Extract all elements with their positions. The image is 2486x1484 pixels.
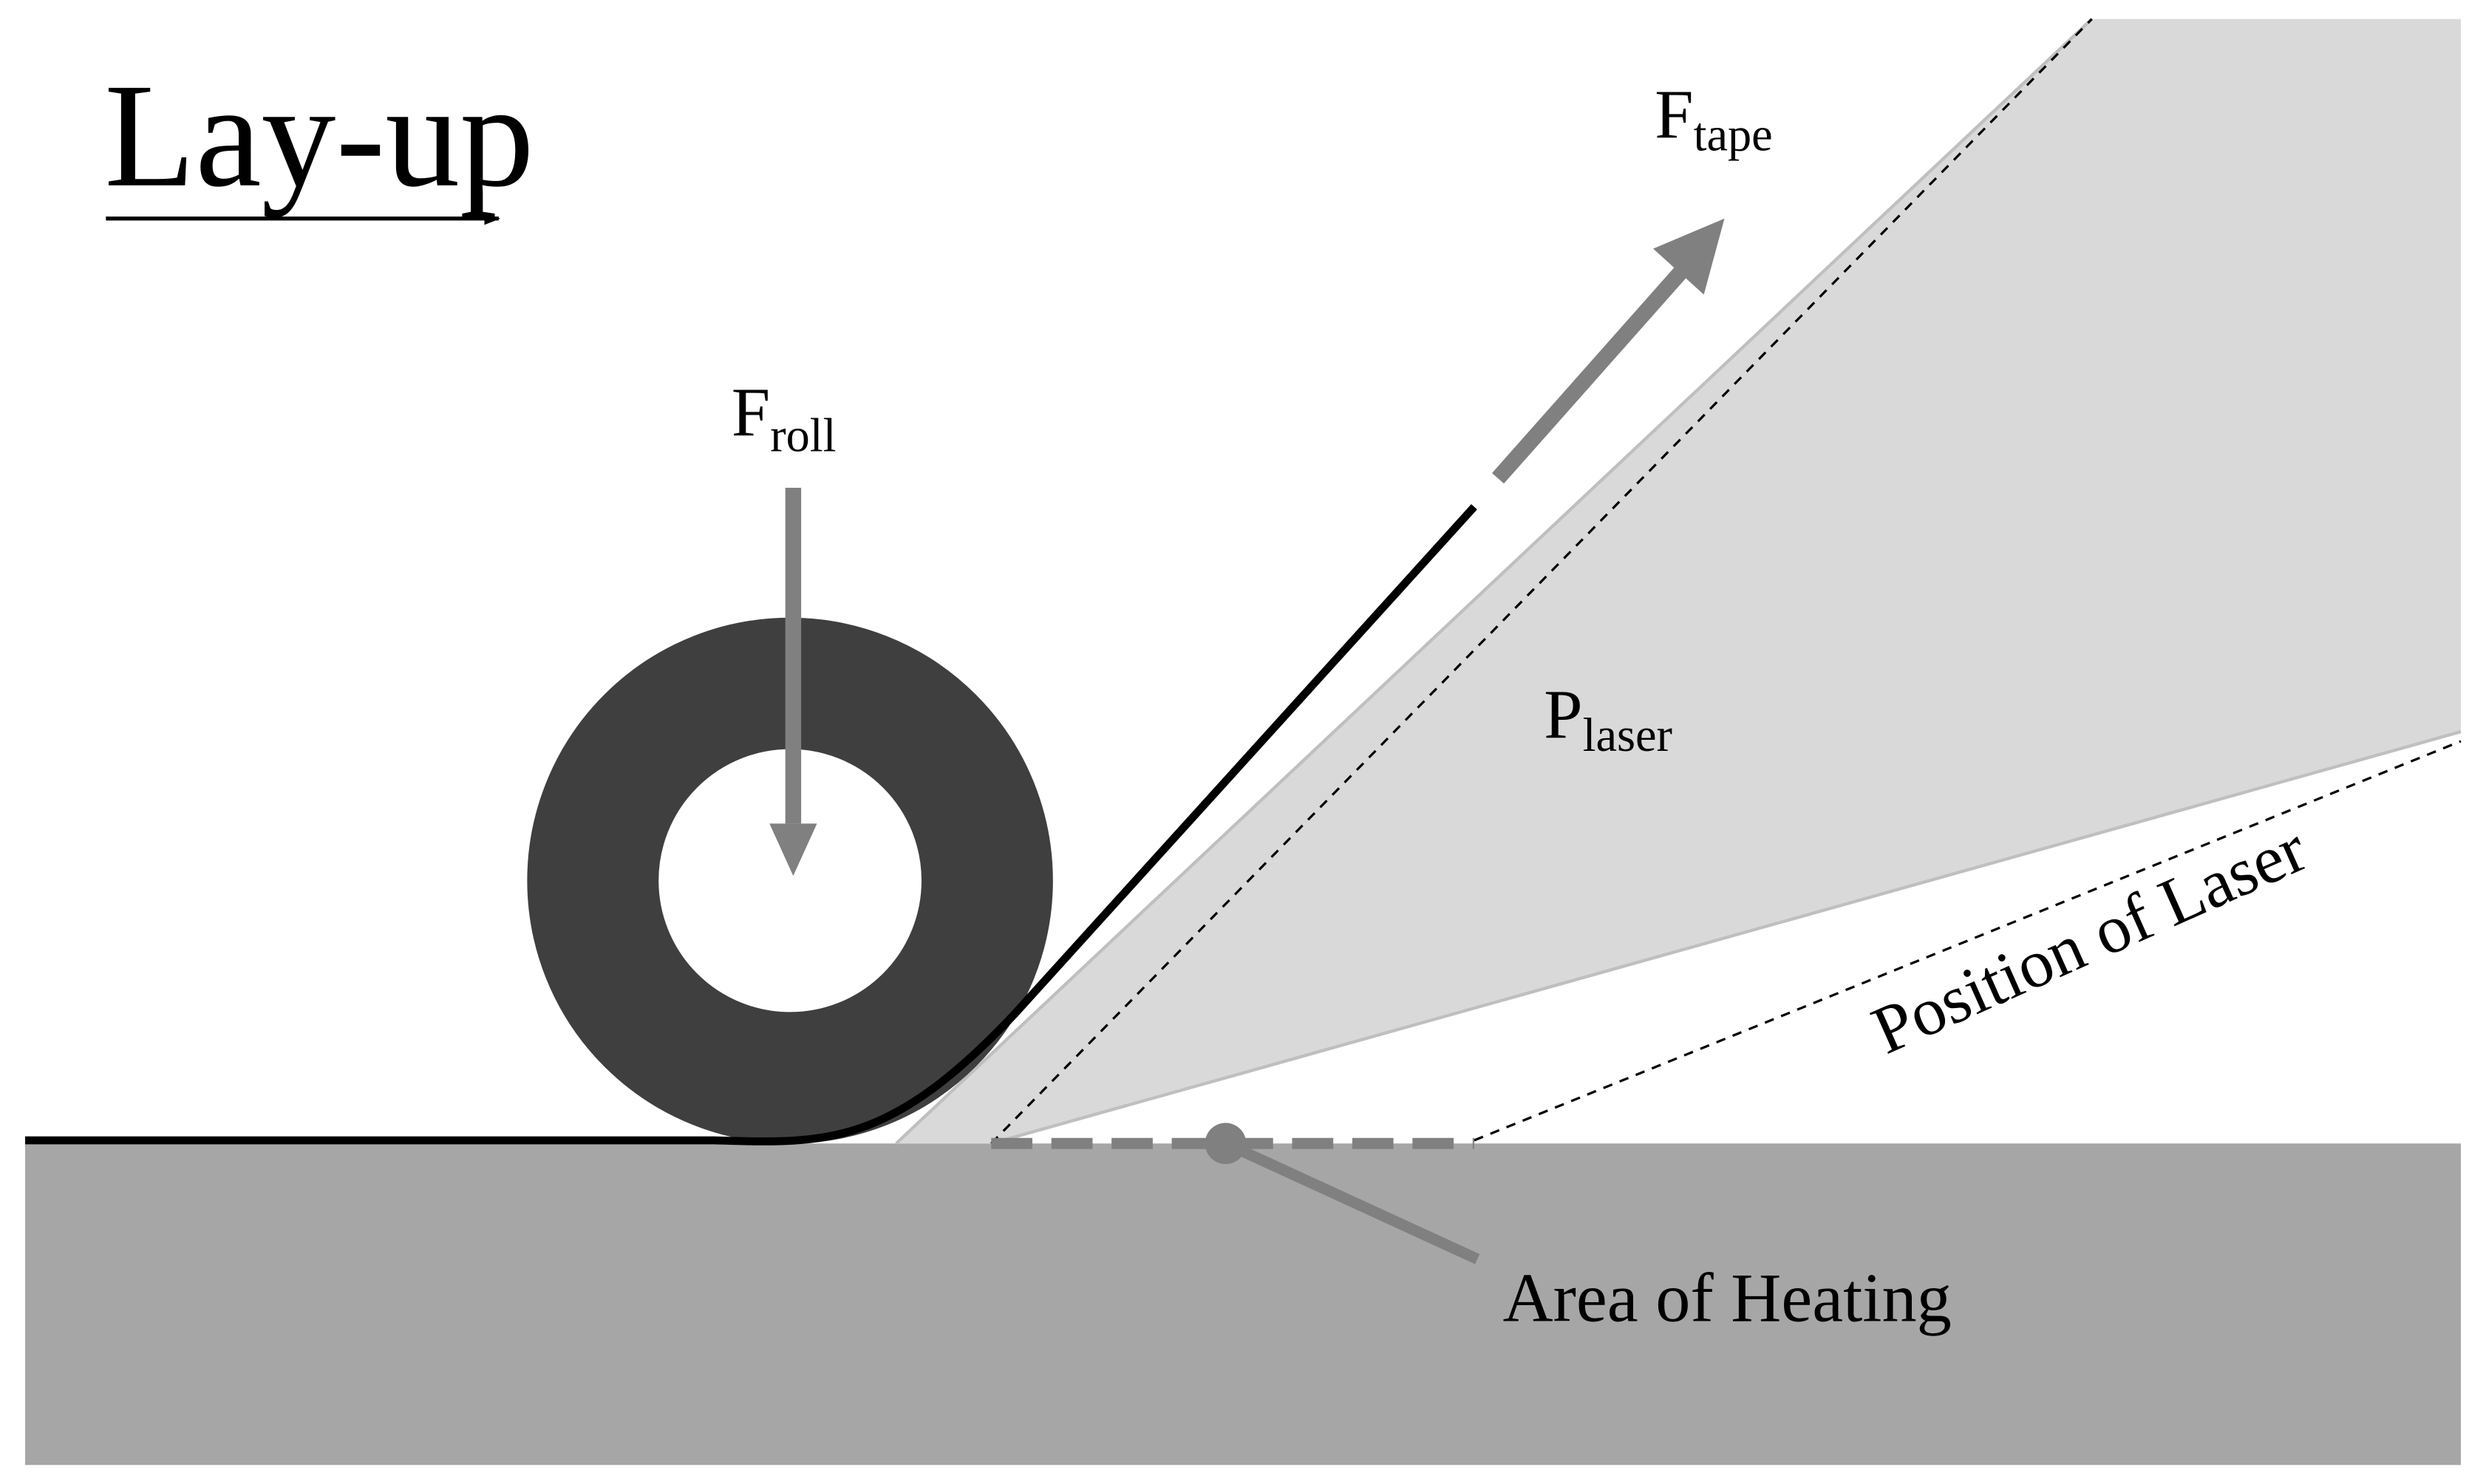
tape: [25, 504, 1477, 1146]
tape-force-subscript: tape: [1694, 109, 1773, 161]
laser-beam: [896, 18, 2461, 1144]
laser-position-line-lower: [1474, 740, 2462, 1142]
tape-force-label: Ftape: [1655, 76, 1773, 160]
tape-force-arrow-shaft: [1492, 264, 1689, 484]
laser-power-symbol: P: [1544, 677, 1582, 754]
tape-force-symbol: F: [1655, 76, 1693, 153]
tape-force-arrowhead: [1653, 218, 1725, 295]
laser-power-subscript: laser: [1583, 709, 1672, 761]
layup-label: Lay-up: [104, 52, 534, 218]
heating-area-label: Area of Heating: [1502, 1259, 1951, 1336]
heating-area-leader: [1223, 1138, 1480, 1265]
roll-force-symbol: F: [732, 374, 770, 451]
roll-force-arrowhead: [769, 823, 817, 877]
laser-beam-upper-edge: [895, 18, 2094, 1145]
roll-force-label: Froll: [732, 374, 837, 461]
laser-power-label: Plaser: [1544, 677, 1672, 761]
laser-position-line-upper: [990, 18, 2093, 1145]
roll-force-subscript: roll: [770, 409, 836, 462]
substrate: [25, 1143, 2461, 1466]
laser-beam-lower-edge: [990, 730, 2462, 1146]
